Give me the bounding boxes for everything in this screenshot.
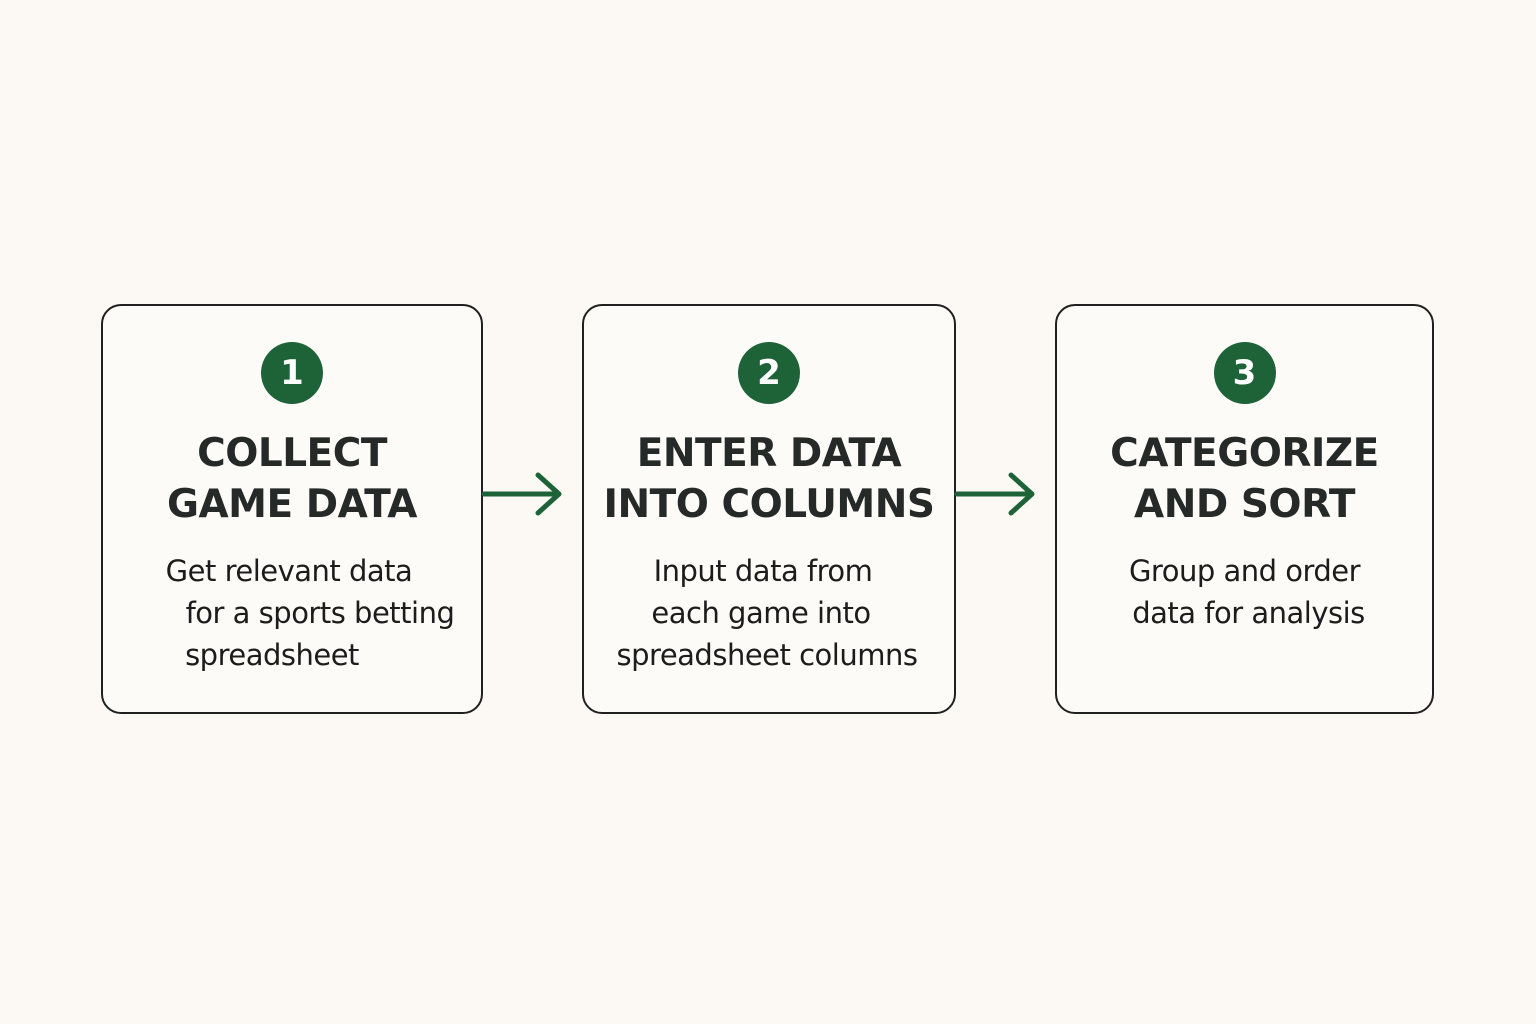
step-title: COLLECT GAME DATA: [103, 428, 481, 530]
step-number: 1: [280, 353, 304, 393]
arrow-right-icon: [481, 472, 562, 516]
step-card-2: 2 ENTER DATA INTO COLUMNS Input data fro…: [582, 304, 956, 714]
step-description-line: Group and order: [1128, 554, 1361, 588]
step-number: 3: [1232, 353, 1257, 393]
step-card-3: 3 CATEGORIZE AND SORT Group and order da…: [1055, 304, 1434, 714]
step-description-line: for a sports betting: [185, 596, 455, 630]
step-title-line: CATEGORIZE: [1110, 431, 1379, 476]
step-number-badge: 2: [738, 342, 800, 404]
step-description-line: spreadsheet: [185, 638, 359, 672]
step-title-line: GAME DATA: [166, 482, 418, 527]
step-title-line: COLLECT: [197, 431, 387, 476]
step-title-line: AND SORT: [1134, 482, 1355, 527]
step-description: Input data from each game into spreadshe…: [584, 550, 954, 676]
step-description-line: Get relevant data: [165, 554, 413, 588]
step-title: ENTER DATA INTO COLUMNS: [584, 428, 954, 530]
step-title-line: ENTER DATA: [636, 431, 902, 476]
step-description: Get relevant data for a sports betting s…: [103, 550, 481, 676]
step-title: CATEGORIZE AND SORT: [1057, 428, 1432, 530]
step-card-1: 1 COLLECT GAME DATA Get relevant data fo…: [101, 304, 483, 714]
arrow-right-icon: [954, 472, 1035, 516]
step-description: Group and order data for analysis: [1057, 550, 1432, 634]
step-description-line: Input data from: [653, 554, 873, 588]
step-number: 2: [757, 353, 781, 393]
step-number-badge: 1: [261, 342, 323, 404]
step-description-line: each game into: [651, 596, 871, 630]
step-description-line: spreadsheet columns: [616, 638, 918, 672]
step-number-badge: 3: [1213, 342, 1276, 404]
step-title-line: INTO COLUMNS: [603, 482, 935, 527]
step-description-line: data for analysis: [1132, 596, 1365, 630]
